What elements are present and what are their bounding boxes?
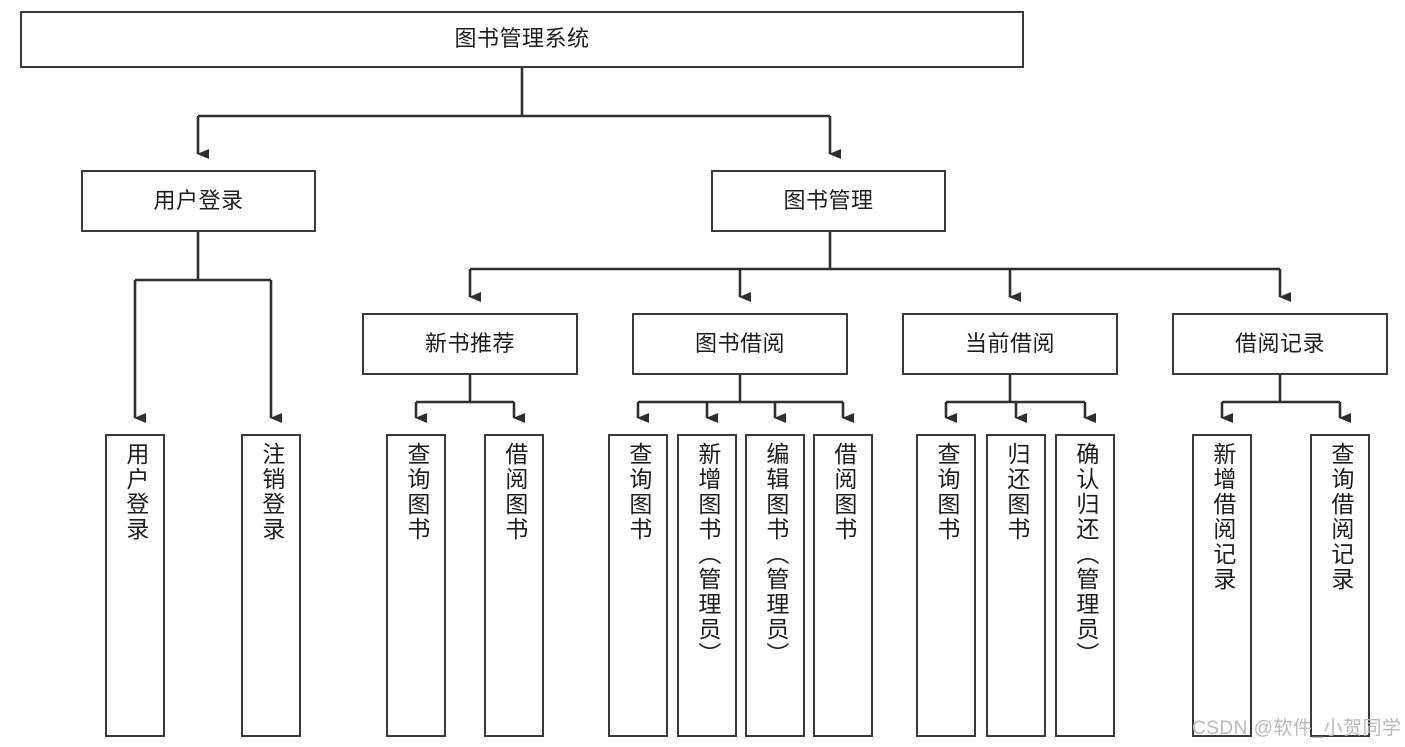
node-leaf-query-book-1-label: 查询图书 (403, 442, 430, 542)
node-leaf-add-borrow-record[interactable]: 新增借阅记录 (1192, 434, 1252, 737)
node-leaf-user-login-label: 用户登录 (122, 442, 149, 542)
node-root[interactable]: 图书管理系统 (20, 11, 1024, 68)
edge-group-book-manage (468, 232, 1291, 302)
node-leaf-edit-book[interactable]: 编辑图书（管理员） (745, 434, 805, 737)
edge-group-root (196, 68, 841, 159)
node-leaf-borrow-book-2-label: 借阅图书 (830, 442, 857, 542)
node-leaf-query-borrow-record-label: 查询借阅记录 (1327, 442, 1354, 592)
node-book-borrow[interactable]: 图书借阅 (632, 313, 848, 375)
node-user-login[interactable]: 用户登录 (81, 170, 316, 232)
node-current-borrow-label: 当前借阅 (964, 330, 1055, 356)
node-leaf-borrow-book-1[interactable]: 借阅图书 (484, 434, 544, 737)
node-book-manage[interactable]: 图书管理 (711, 170, 946, 232)
node-leaf-query-book-3-label: 查询图书 (933, 442, 960, 542)
node-leaf-query-book-2[interactable]: 查询图书 (608, 434, 668, 737)
edge-group-borrow-record (1220, 375, 1351, 423)
node-borrow-record[interactable]: 借阅记录 (1172, 313, 1388, 375)
node-leaf-logout-login-label: 注销登录 (258, 442, 285, 542)
edge-group-current-borrow (944, 375, 1096, 423)
node-new-book-recommend[interactable]: 新书推荐 (362, 313, 578, 375)
node-leaf-query-book-2-label: 查询图书 (625, 442, 652, 542)
node-leaf-confirm-return[interactable]: 确认归还（管理员） (1055, 434, 1115, 737)
node-book-borrow-label: 图书借阅 (694, 330, 785, 356)
node-leaf-logout-login[interactable]: 注销登录 (241, 434, 301, 737)
node-leaf-confirm-return-label: 确认归还（管理员） (1072, 442, 1099, 667)
node-new-book-recommend-label: 新书推荐 (424, 330, 515, 356)
node-leaf-query-borrow-record[interactable]: 查询借阅记录 (1310, 434, 1370, 737)
node-leaf-add-borrow-record-label: 新增借阅记录 (1209, 442, 1236, 592)
node-leaf-borrow-book-1-label: 借阅图书 (501, 442, 528, 542)
node-leaf-query-book-1[interactable]: 查询图书 (386, 434, 446, 737)
edge-group-book-borrow (636, 375, 854, 423)
csdn-watermark: CSDN @软件_小贺同学 (1192, 718, 1402, 739)
node-leaf-user-login[interactable]: 用户登录 (105, 434, 165, 737)
edge-group-new-book-recommend (414, 375, 525, 423)
node-leaf-add-book[interactable]: 新增图书（管理员） (677, 434, 737, 737)
node-leaf-query-book-3[interactable]: 查询图书 (916, 434, 976, 737)
node-leaf-return-book-label: 归还图书 (1003, 442, 1030, 542)
node-leaf-return-book[interactable]: 归还图书 (986, 434, 1046, 737)
node-root-label: 图书管理系统 (454, 26, 590, 52)
node-leaf-add-book-label: 新增图书（管理员） (694, 442, 721, 667)
edge-group-user-login (133, 232, 282, 423)
node-leaf-borrow-book-2[interactable]: 借阅图书 (813, 434, 873, 737)
node-book-manage-label: 图书管理 (783, 187, 874, 213)
node-user-login-label: 用户登录 (153, 187, 244, 213)
node-current-borrow[interactable]: 当前借阅 (902, 313, 1118, 375)
node-leaf-edit-book-label: 编辑图书（管理员） (762, 442, 789, 667)
node-borrow-record-label: 借阅记录 (1234, 330, 1325, 356)
